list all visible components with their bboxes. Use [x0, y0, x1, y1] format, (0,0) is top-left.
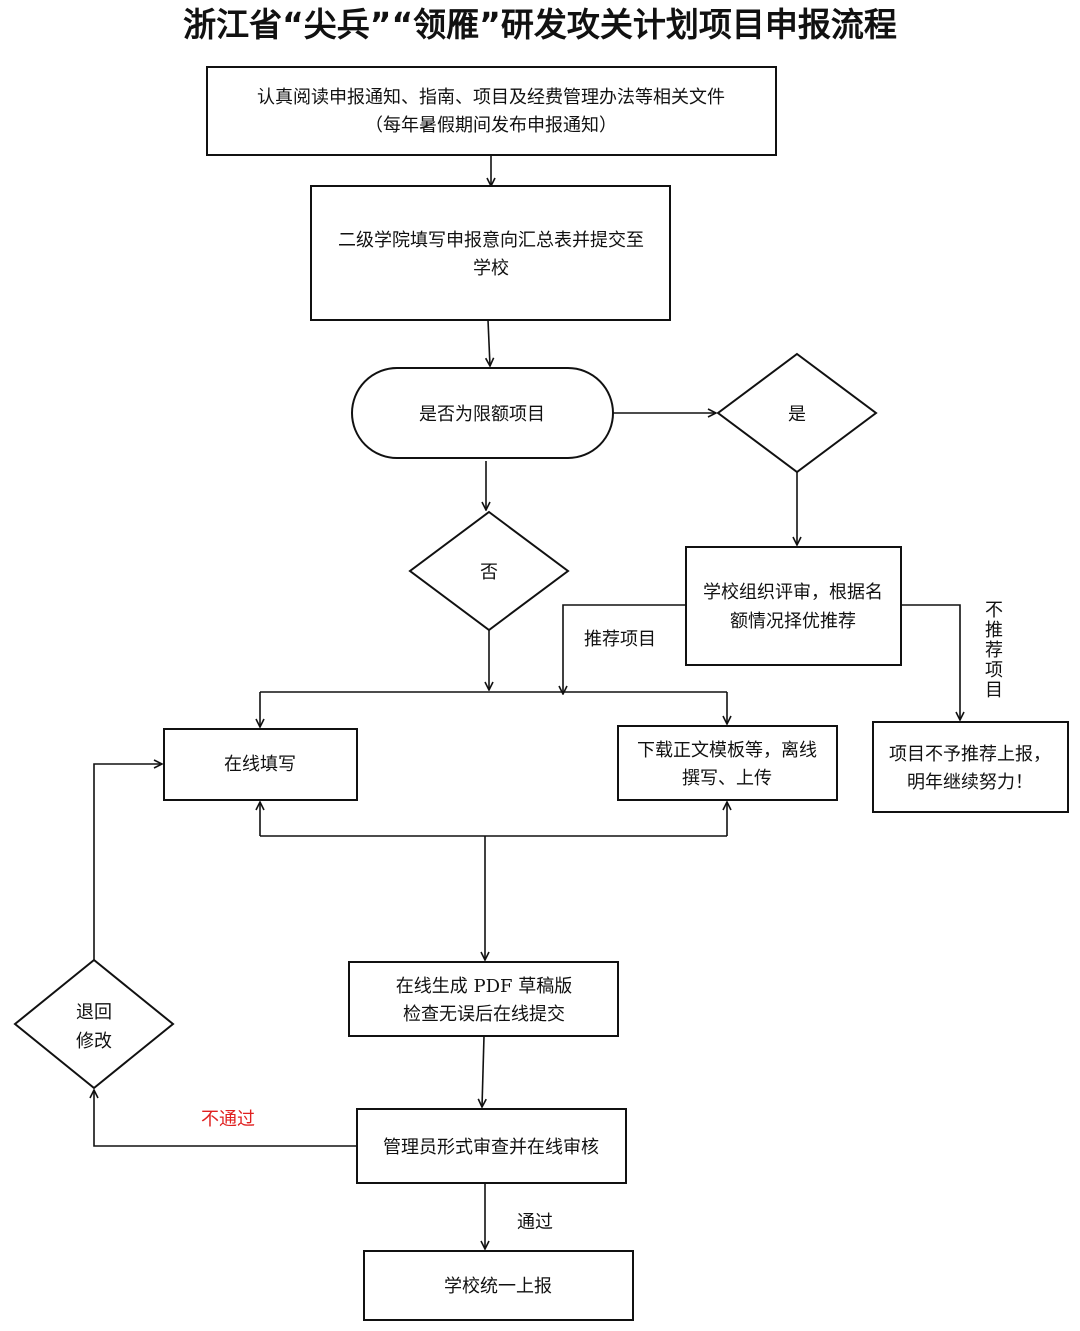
node-school-review-line2: 额情况择优推荐 — [730, 611, 856, 632]
edges — [94, 155, 960, 1249]
node-quota-question-label: 是否为限额项目 — [419, 404, 545, 425]
edge-label-not-recommended-char: 荐 — [985, 640, 1003, 661]
edge-admin-fail — [94, 1090, 357, 1147]
edge-label-not-recommended: 不 推 荐 项 目 — [985, 600, 1003, 701]
node-pdf-submit-line2: 检查无误后在线提交 — [403, 1004, 565, 1025]
node-admin-review: 管理员形式审查并在线审核 — [356, 1108, 627, 1184]
diamond-yes-label: 是 — [788, 404, 806, 425]
edge-return-to-online — [93, 764, 162, 960]
node-read-docs-line2: （每年暑假期间发布申报通知） — [365, 115, 617, 136]
node-online-fill: 在线填写 — [163, 728, 358, 801]
diamond-no: 否 — [408, 510, 570, 632]
diamond-no-label: 否 — [480, 562, 498, 583]
node-college-submit: 二级学院填写申报意向汇总表并提交至 学校 — [310, 185, 671, 321]
node-school-report: 学校统一上报 — [363, 1250, 634, 1321]
diamond-return-line1: 退回 — [76, 1002, 112, 1023]
edge-label-passed: 通过 — [517, 1212, 553, 1233]
edge-label-not-passed: 不通过 — [201, 1109, 255, 1130]
node-college-submit-line1: 二级学院填写申报意向汇总表并提交至 — [338, 230, 644, 251]
edge-label-recommended: 推荐项目 — [584, 629, 656, 650]
node-admin-review-label: 管理员形式审查并在线审核 — [383, 1137, 599, 1158]
node-quota-question: 是否为限额项目 — [351, 367, 614, 459]
edge-pdf-to-admin — [482, 1035, 484, 1107]
node-read-docs: 认真阅读申报通知、指南、项目及经费管理办法等相关文件 （每年暑假期间发布申报通知… — [206, 66, 777, 156]
node-offline-upload: 下载正文模板等，离线 撰写、上传 — [617, 725, 838, 801]
node-school-review: 学校组织评审，根据名 额情况择优推荐 — [685, 546, 902, 666]
edge-review-not-recommended — [901, 604, 960, 720]
edge-label-not-recommended-char: 目 — [985, 680, 1003, 701]
page-title: 浙江省“尖兵”“领雁”研发攻关计划项目申报流程 — [183, 5, 897, 44]
node-online-fill-label: 在线填写 — [224, 754, 296, 775]
edge-label-not-recommended-char: 推 — [985, 620, 1003, 641]
diamond-return-line2: 修改 — [76, 1031, 112, 1052]
edge-college-to-question — [488, 319, 490, 366]
diamond-yes: 是 — [716, 352, 878, 474]
edge-label-not-recommended-char: 项 — [985, 660, 1003, 681]
node-offline-upload-line1: 下载正文模板等，离线 — [637, 740, 817, 761]
node-not-recommended-line2: 明年继续努力！ — [907, 772, 1033, 793]
node-read-docs-line1: 认真阅读申报通知、指南、项目及经费管理办法等相关文件 — [257, 87, 725, 108]
node-school-review-line1: 学校组织评审，根据名 — [703, 582, 883, 603]
node-school-report-label: 学校统一上报 — [444, 1276, 552, 1297]
node-not-recommended-result: 项目不予推荐上报， 明年继续努力！ — [872, 721, 1069, 813]
diamond-return-modify: 退回 修改 — [13, 958, 175, 1090]
edge-review-recommended — [563, 604, 686, 694]
edge-label-not-recommended-char: 不 — [985, 600, 1003, 621]
node-pdf-submit: 在线生成 PDF 草稿版 检查无误后在线提交 — [348, 961, 619, 1037]
node-offline-upload-line2: 撰写、上传 — [682, 768, 772, 789]
node-not-recommended-line1: 项目不予推荐上报， — [889, 744, 1051, 765]
node-college-submit-line2: 学校 — [473, 258, 509, 279]
node-pdf-submit-line1: 在线生成 PDF 草稿版 — [396, 976, 572, 997]
